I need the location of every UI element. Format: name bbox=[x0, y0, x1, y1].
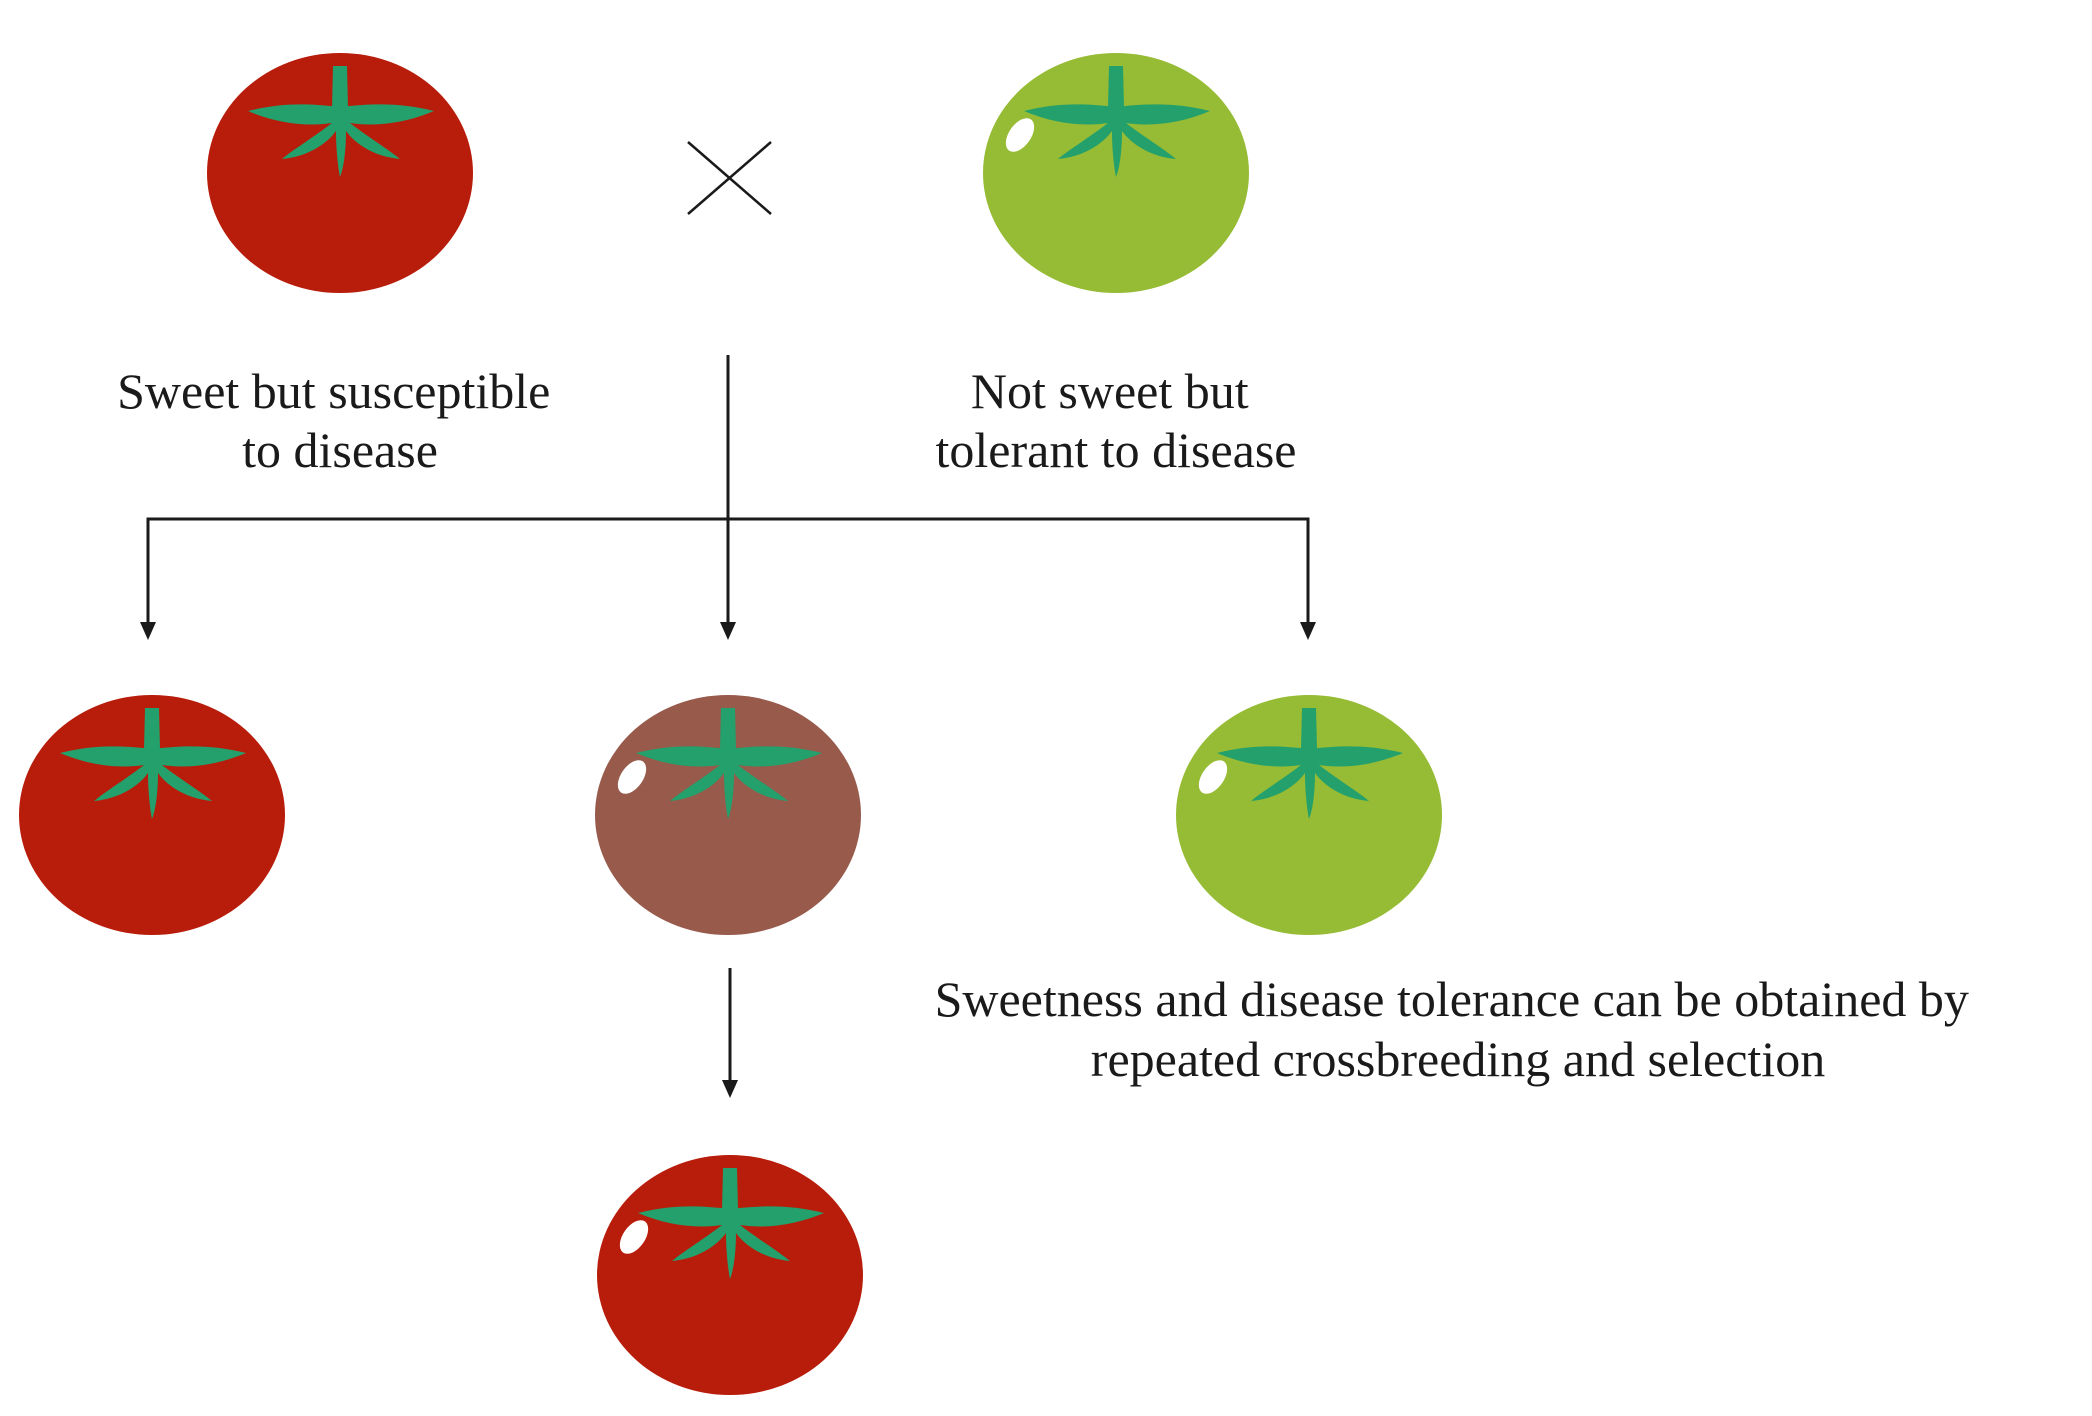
brown-tomato-icon bbox=[595, 695, 861, 935]
connector-lines bbox=[140, 355, 1316, 1098]
arrow-head-bottom bbox=[722, 1080, 738, 1098]
tomato-calyx bbox=[248, 104, 434, 177]
cross-symbol-icon bbox=[687, 141, 772, 215]
selection-note-line-1: Sweetness and disease tolerance can be o… bbox=[935, 971, 1969, 1027]
red-tomato-icon bbox=[597, 1155, 863, 1395]
tomato-stem bbox=[332, 66, 348, 107]
tomato-stem bbox=[1301, 708, 1317, 749]
left-parent-label-line-1: Sweet but susceptible bbox=[117, 363, 550, 419]
green-tomato-icon bbox=[1176, 695, 1442, 935]
arrow-head-left bbox=[140, 622, 156, 640]
tomato-highlight bbox=[1005, 118, 1035, 152]
tomato-calyx bbox=[638, 1206, 824, 1279]
arrow-head-middle bbox=[720, 622, 736, 640]
tomato-calyx bbox=[636, 746, 822, 819]
right-parent-label-line-1: Not sweet but bbox=[971, 363, 1249, 419]
red-tomato-icon bbox=[207, 53, 473, 293]
tomato-highlight bbox=[617, 760, 647, 794]
red-tomato-icon bbox=[19, 695, 285, 935]
tomato-highlight bbox=[619, 1220, 649, 1254]
tomato-calyx bbox=[1024, 104, 1210, 177]
green-tomato-icon bbox=[983, 53, 1249, 293]
tomato-stem bbox=[720, 708, 736, 749]
left-parent-label-line-2: to disease bbox=[242, 422, 438, 478]
branch-line bbox=[146, 517, 1310, 623]
selection-note-label: Sweetness and disease tolerance can be o… bbox=[935, 971, 1982, 1087]
tomato-stem bbox=[144, 708, 160, 749]
selection-note-line-2: repeated crossbreeding and selection bbox=[1091, 1031, 1825, 1087]
tomato-highlight bbox=[1198, 760, 1228, 794]
right-parent-label-line-2: tolerant to disease bbox=[936, 422, 1297, 478]
left-parent-label: Sweet but susceptible to disease bbox=[117, 363, 563, 478]
tomato-calyx bbox=[60, 746, 246, 819]
tomato-stem bbox=[722, 1168, 738, 1209]
right-parent-label: Not sweet but tolerant to disease bbox=[936, 363, 1297, 478]
tomato-stem bbox=[1108, 66, 1124, 107]
arrow-head-right bbox=[1300, 622, 1316, 640]
tomato-calyx bbox=[1217, 746, 1403, 819]
